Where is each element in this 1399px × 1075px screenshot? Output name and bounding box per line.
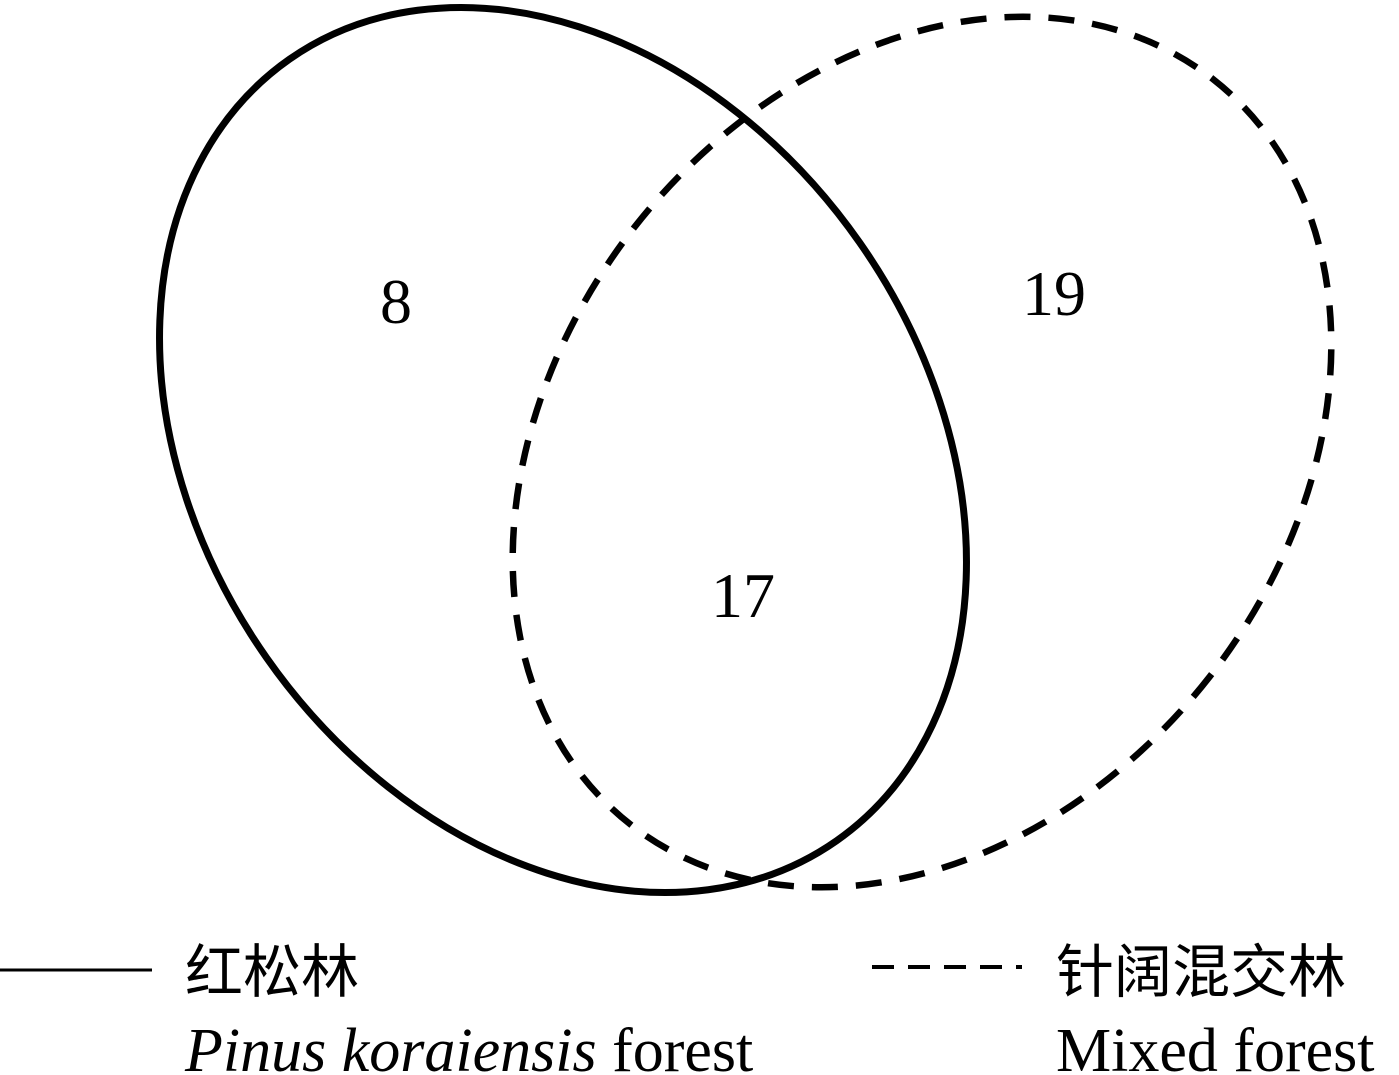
legend-item-mixed: 针阔混交林 Mixed forest (872, 938, 1375, 1075)
legend-pinus-label-zh: 红松林 (185, 938, 359, 1006)
mixed-only-count: 19 (1022, 258, 1086, 329)
pinus-only-count: 8 (380, 266, 412, 337)
legend-pinus-species-name: Pinus koraiensis (184, 1017, 597, 1075)
legend-pinus-forest-word: forest (597, 1017, 754, 1075)
legend-item-pinus: 红松林 Pinus koraiensis forest (0, 938, 753, 1075)
pinus-forest-ellipse (156, 4, 970, 896)
shared-count: 17 (711, 560, 775, 631)
legend-pinus-label-en: Pinus koraiensis forest (184, 1017, 753, 1075)
mixed-forest-ellipse (509, 13, 1335, 891)
legend-mixed-label-en: Mixed forest (1056, 1017, 1375, 1075)
legend-mixed-label-zh: 针阔混交林 (1056, 938, 1346, 1006)
